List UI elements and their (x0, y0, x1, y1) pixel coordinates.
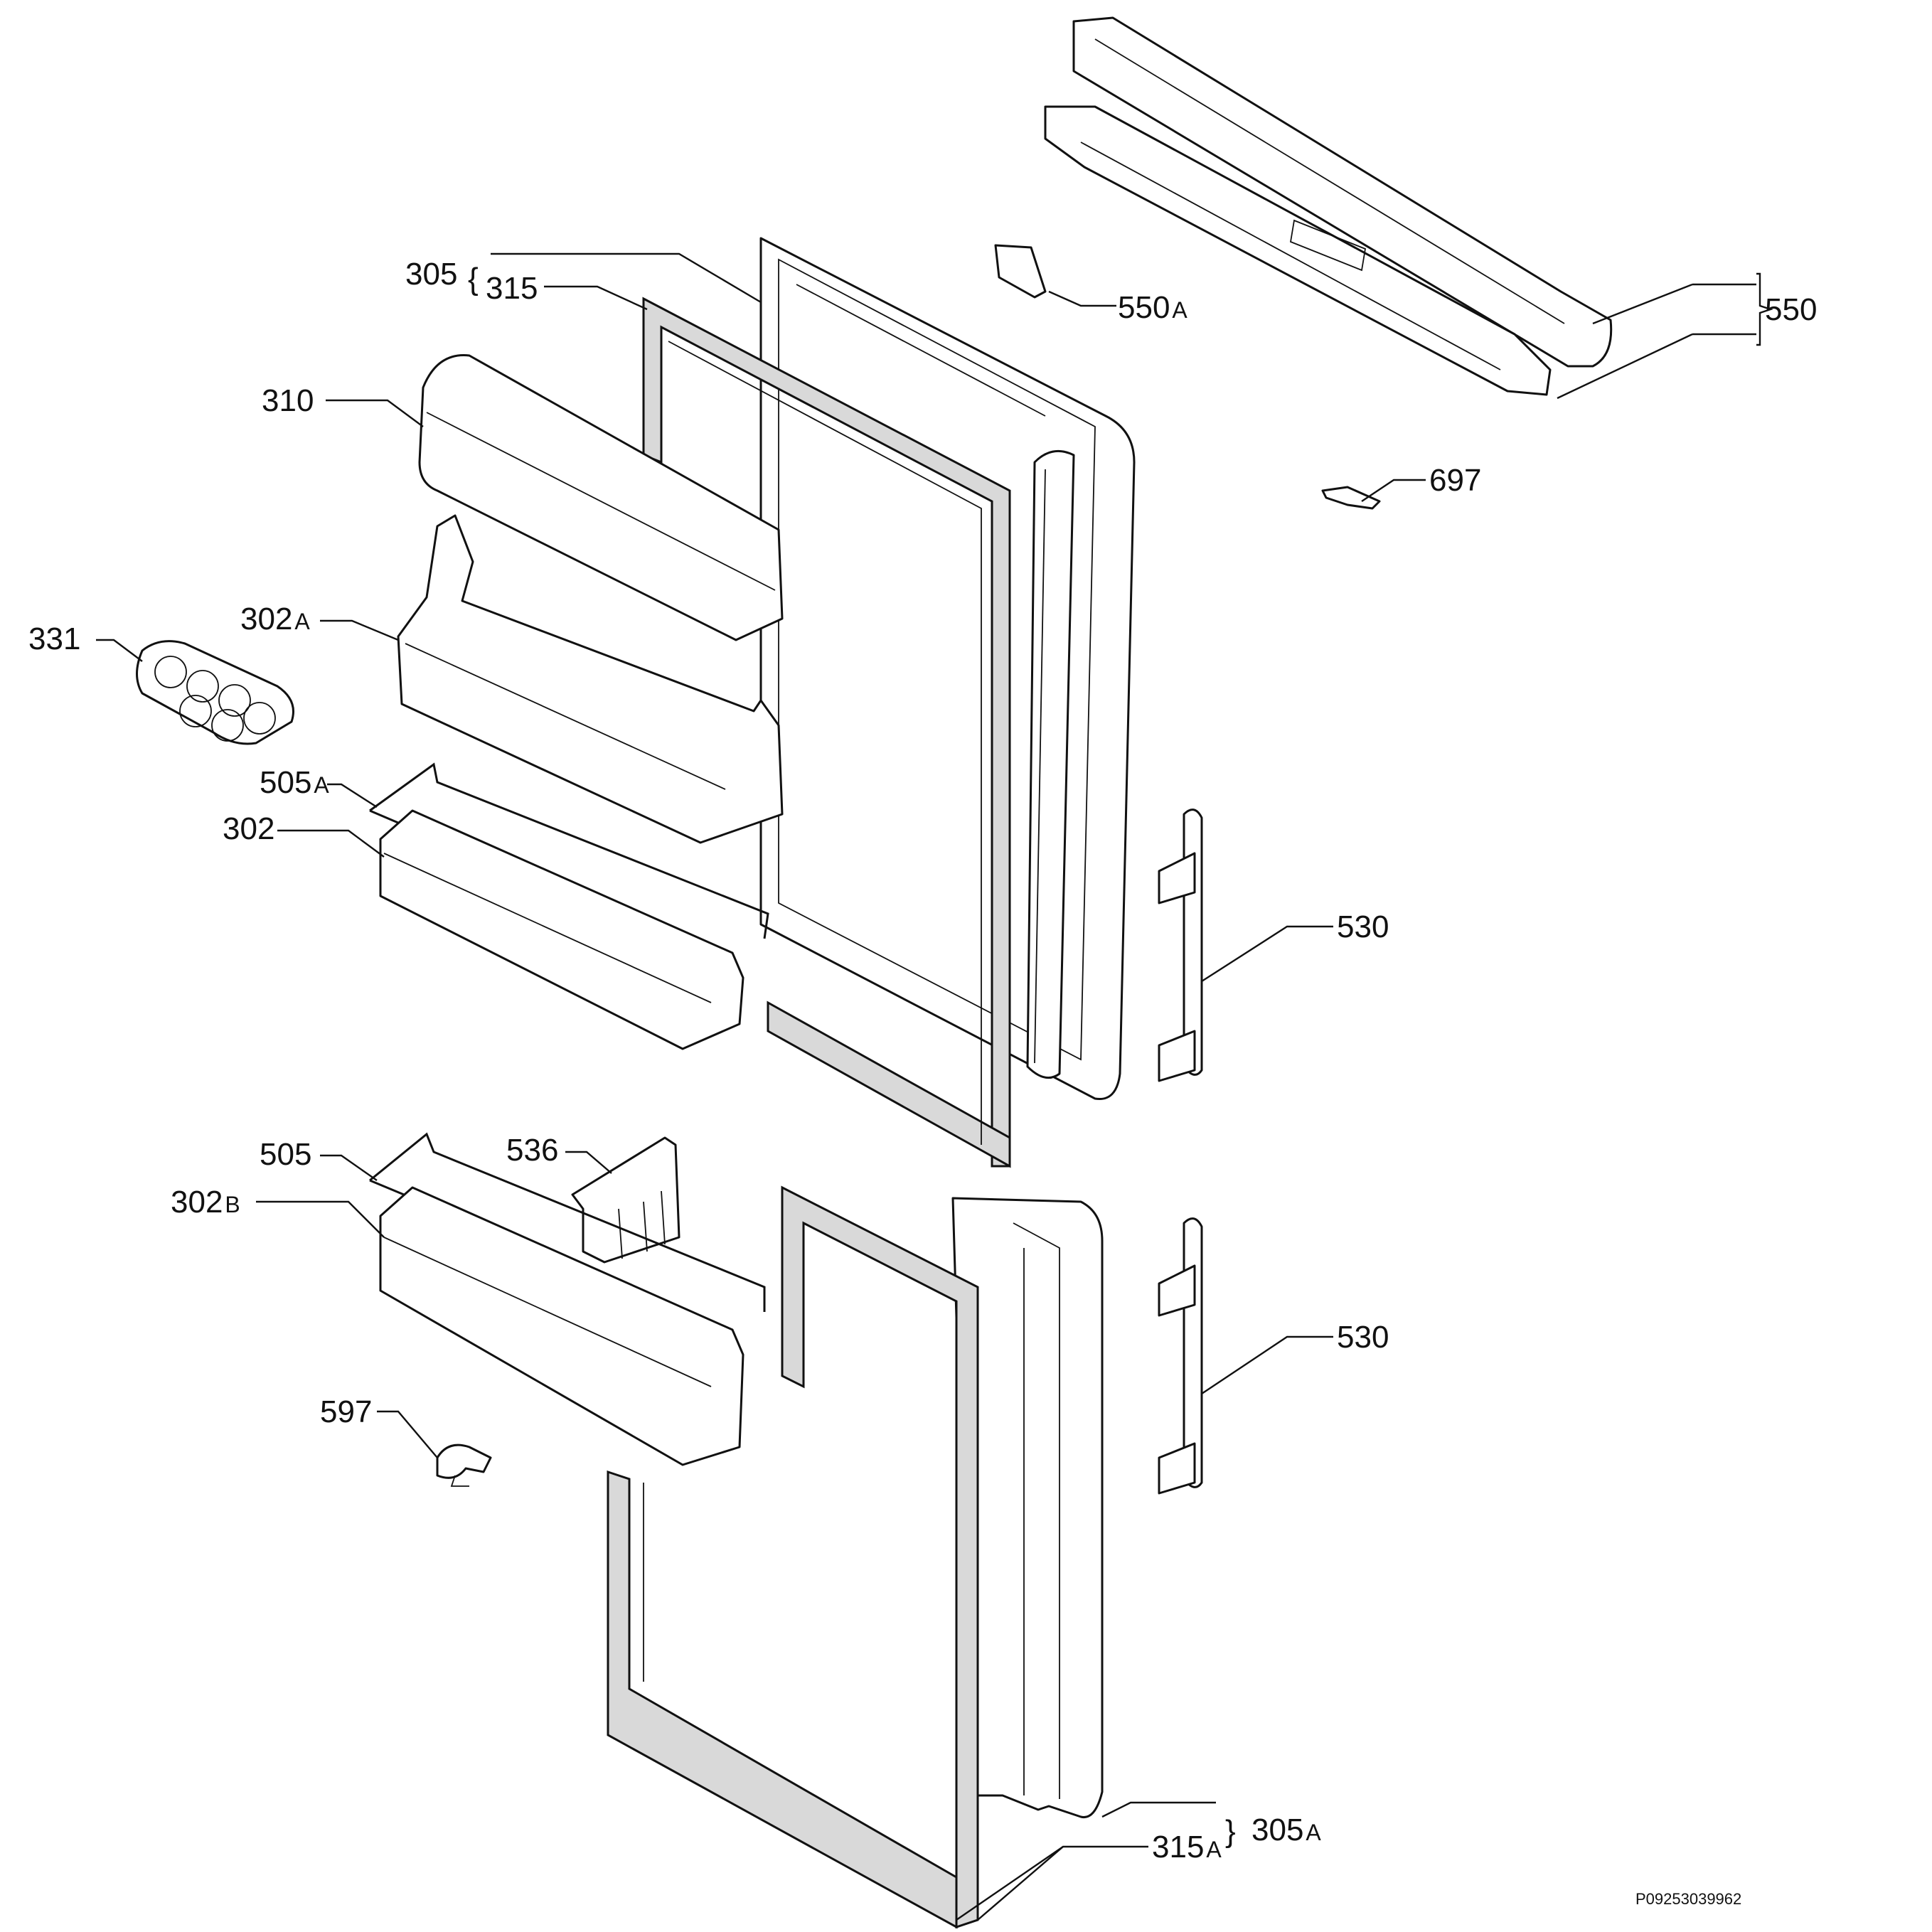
part-label-550a: 550A (1118, 290, 1188, 325)
part-label-315: 315 (486, 271, 538, 306)
door-shelf-lower (379, 1186, 744, 1466)
egg-tray (136, 640, 294, 745)
lower-door (951, 1197, 1104, 1819)
part-label-597: 597 (320, 1394, 372, 1429)
part-label-302b: 302B (171, 1185, 240, 1219)
dairy-compartment-cover (418, 354, 784, 641)
part-label-505: 505 (260, 1137, 311, 1172)
part-label-331: 331 (28, 621, 80, 656)
leader-lines (96, 252, 1773, 1921)
lower-door-gasket (607, 1185, 979, 1929)
door-handle-upper (1158, 808, 1203, 1082)
part-label-302: 302 (223, 811, 274, 846)
upper-door (759, 237, 1136, 1101)
part-label-505a: 505A (260, 765, 329, 800)
part-label-530-upper: 530 (1337, 909, 1389, 944)
part-label-315a: 315A (1152, 1830, 1222, 1864)
shelf-divider (571, 1136, 681, 1264)
brace-305: { (468, 262, 479, 297)
part-label-697: 697 (1429, 463, 1481, 498)
top-hinge-cover (1044, 16, 1613, 396)
hinge-cover-clip (994, 244, 1047, 299)
part-label-536: 536 (506, 1133, 558, 1168)
door-shelf-upper (397, 514, 784, 844)
part-label-310: 310 (262, 383, 314, 418)
brace-305a: } (1225, 1814, 1236, 1849)
part-label-302a: 302A (240, 602, 310, 636)
part-label-530-lower: 530 (1337, 1320, 1389, 1355)
part-labels: 305 315 550A 550 310 697 302A 331 505A 3… (28, 257, 1817, 1864)
part-label-305a: 305A (1251, 1813, 1321, 1847)
part-label-305: 305 (405, 257, 457, 292)
door-shelf-middle (379, 809, 744, 1050)
part-label-550: 550 (1765, 292, 1817, 327)
door-handle-lower (1158, 1217, 1203, 1495)
small-clip (1321, 486, 1381, 510)
small-bracket (436, 1443, 492, 1487)
drawing-code: P09253039962 (1635, 1890, 1741, 1908)
